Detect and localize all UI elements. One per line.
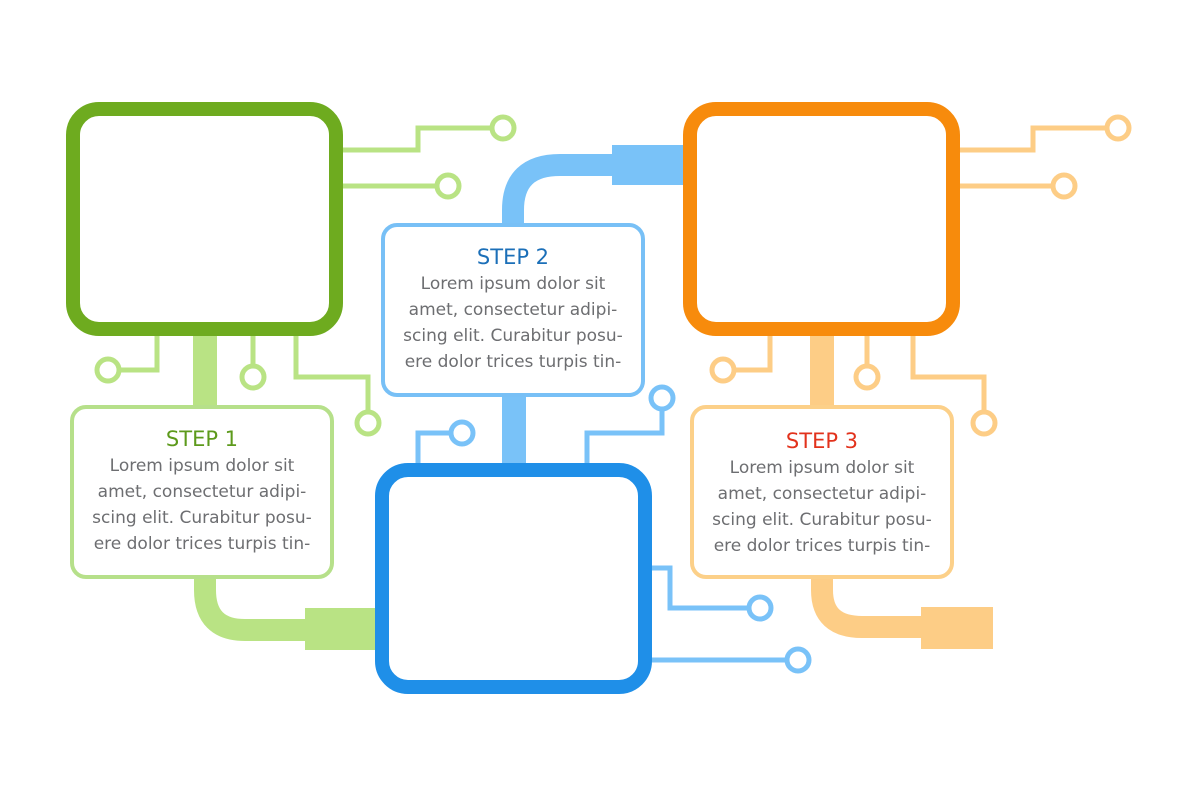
step3-node — [709, 356, 737, 384]
step1-card: STEP 1 Lorem ipsum dolor sit amet, conse… — [70, 405, 334, 579]
step3-node — [853, 363, 881, 391]
step1-trace-to-step3-chip — [194, 577, 310, 641]
step3-chip — [683, 102, 960, 336]
step2-node — [648, 384, 676, 412]
step2-title: STEP 2 — [476, 245, 550, 269]
step3-line: ere dolor trices turpis tin- — [713, 536, 931, 556]
step3-trace — [735, 333, 773, 373]
step3-trace — [958, 125, 1106, 153]
step1-trace — [340, 125, 492, 153]
step2-trace — [584, 409, 665, 465]
step3-line: scing elit. Curabitur posu- — [712, 510, 932, 530]
step1-chip-stem — [193, 333, 217, 407]
step2-chip — [375, 463, 652, 694]
step2-trace-to-step2-chip — [502, 154, 620, 226]
step2-plug — [612, 145, 690, 185]
step1-connectors — [94, 114, 517, 650]
step2-card: STEP 2 Lorem ipsum dolor sit amet, conse… — [381, 223, 645, 397]
step2-line: Lorem ipsum dolor sit — [420, 274, 606, 294]
step1-trace — [293, 333, 371, 411]
step3-node — [1050, 172, 1078, 200]
step1-title: STEP 1 — [165, 427, 239, 451]
step1-line: ere dolor trices turpis tin- — [93, 534, 311, 554]
step2-line: amet, consectetur adipi- — [408, 300, 618, 320]
step3-plug — [921, 607, 993, 649]
step3-line: Lorem ipsum dolor sit — [729, 458, 915, 478]
step2-trace — [650, 565, 748, 611]
step1-node — [354, 409, 382, 437]
step2-trace — [415, 430, 450, 465]
step1-line: scing elit. Curabitur posu- — [92, 508, 312, 528]
step1-node — [489, 114, 517, 142]
step3-connectors — [709, 114, 1132, 649]
step2-chip-stem — [502, 395, 526, 467]
step3-title: STEP 3 — [785, 429, 859, 453]
step2-node — [746, 594, 774, 622]
step3-node — [970, 409, 998, 437]
step2-line: ere dolor trices turpis tin- — [404, 352, 622, 372]
step1-chip — [66, 102, 343, 336]
step3-trace-to-plug — [811, 577, 930, 638]
step1-trace — [120, 333, 160, 373]
step3-chip-stem — [810, 333, 834, 407]
step1-plug — [305, 608, 377, 650]
step2-node — [448, 419, 476, 447]
step3-node — [1104, 114, 1132, 142]
step2-line: scing elit. Curabitur posu- — [403, 326, 623, 346]
step1-line: Lorem ipsum dolor sit — [109, 456, 295, 476]
step1-node — [239, 363, 267, 391]
step2-connectors — [415, 145, 812, 674]
step1-line: amet, consectetur adipi- — [97, 482, 307, 502]
step3-trace — [910, 333, 987, 411]
step1-node — [434, 172, 462, 200]
step3-card: STEP 3 Lorem ipsum dolor sit amet, conse… — [690, 405, 954, 579]
step3-line: amet, consectetur adipi- — [717, 484, 927, 504]
step1-node — [94, 356, 122, 384]
step2-node — [784, 646, 812, 674]
